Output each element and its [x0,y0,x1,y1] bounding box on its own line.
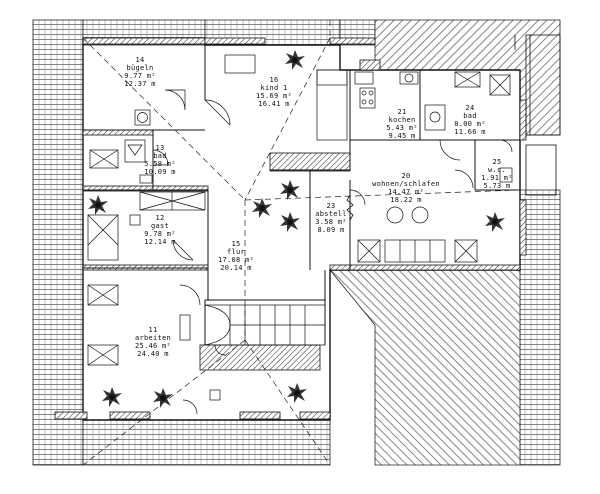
room-name: gast [150,222,170,230]
room-label-23: 23 abstell 3.58 m² 8.09 m [306,202,356,234]
room-name: kind 1 [260,84,288,92]
room-area: 14.47 m² [387,188,425,196]
room-area: 1.91 m² [481,174,513,182]
cabinet-row-12 [139,191,206,211]
room-name: kochen [388,116,416,124]
room-label-25: 25 w.c. 1.91 m² 5.73 m [474,158,520,190]
room-perimeter: 12.14 m [144,238,176,246]
desk-11b [87,344,119,366]
room-label-15: 15 flur 17.08 m² 20.14 m [206,240,266,272]
room-id: 21 [397,108,407,116]
room-id: 16 [269,76,279,84]
room-id: 11 [148,326,158,334]
room-id: 15 [231,240,241,248]
room-area: 15.69 m² [255,92,293,100]
room-area: 9.78 m² [144,230,176,238]
room-perimeter: 8.09 m [317,226,345,234]
room-area: 5.43 m² [386,124,418,132]
staircase [204,304,326,346]
room-perimeter: 9.45 m [388,132,416,140]
door-swings [152,89,513,415]
room-name: bad [153,152,167,160]
room-id: 23 [326,202,336,210]
room-name: bügeln [126,64,154,72]
section-marker [346,194,354,221]
room-area: 8.00 m² [454,120,486,128]
bed-12 [87,214,119,261]
room-perimeter: 11.66 m [454,128,486,136]
room-area: 3.58 m² [315,218,347,226]
room-label-11: 11 arbeiten 25.46 m² 24.40 m [118,326,188,358]
partitions [83,45,520,345]
room-label-21: 21 kochen 5.43 m² 9.45 m [372,108,432,140]
room-perimeter: 18.22 m [390,196,422,204]
roof-lower-right [329,269,521,466]
room-perimeter: 12.37 m [124,80,156,88]
room-area: 9.77 m² [124,72,156,80]
balcony-railing [514,34,561,196]
desk-11a [87,284,119,306]
bathtub-24 [424,104,446,131]
room-name: flur [226,248,246,256]
room-area: 17.08 m² [217,256,255,264]
room-label-14: 14 bügeln 9.77 m² 12.37 m [102,56,178,88]
room-perimeter: 20.14 m [220,264,252,272]
sink-13 [89,149,119,169]
room-perimeter: 24.40 m [137,350,169,358]
room-id: 14 [135,56,145,64]
room-label-12: 12 gast 9.78 m² 12.14 m [130,214,190,246]
wardrobe-14 [224,54,256,74]
washing-machine [134,109,151,126]
room-area: 5.58 m² [144,160,176,168]
room-id: 24 [465,104,475,112]
room-label-20: 20 wohnen/schlafen 14.47 m² 18.22 m [356,172,456,204]
room-label-24: 24 bad 8.00 m² 11.66 m [440,104,500,136]
room-perimeter: 5.73 m [483,182,511,190]
room-area: 25.46 m² [134,342,172,350]
room-id: 25 [492,158,502,166]
furniture [87,54,513,401]
wc-25 [499,167,513,183]
room-name: arbeiten [134,334,172,342]
room-label-16: 16 kind 1 15.69 m² 16.41 m [234,76,314,108]
bed-16 [316,69,348,141]
room-label-13: 13 bad 5.58 m² 10.09 m [130,144,190,176]
room-name: abstell [315,210,347,218]
roof-projection-lines [82,20,521,466]
room-id: 13 [155,144,165,152]
toilet-13 [124,139,146,163]
room-perimeter: 10.09 m [144,168,176,176]
room-id: 20 [401,172,411,180]
room-perimeter: 16.41 m [258,100,290,108]
roof-left [32,19,84,466]
roof-bottom [82,419,331,466]
room-id: 12 [155,214,165,222]
stove-21 [359,87,376,109]
room-name: w.c. [487,166,507,174]
room-name: bad [463,112,477,120]
room-name: wohnen/schlafen [372,180,440,188]
